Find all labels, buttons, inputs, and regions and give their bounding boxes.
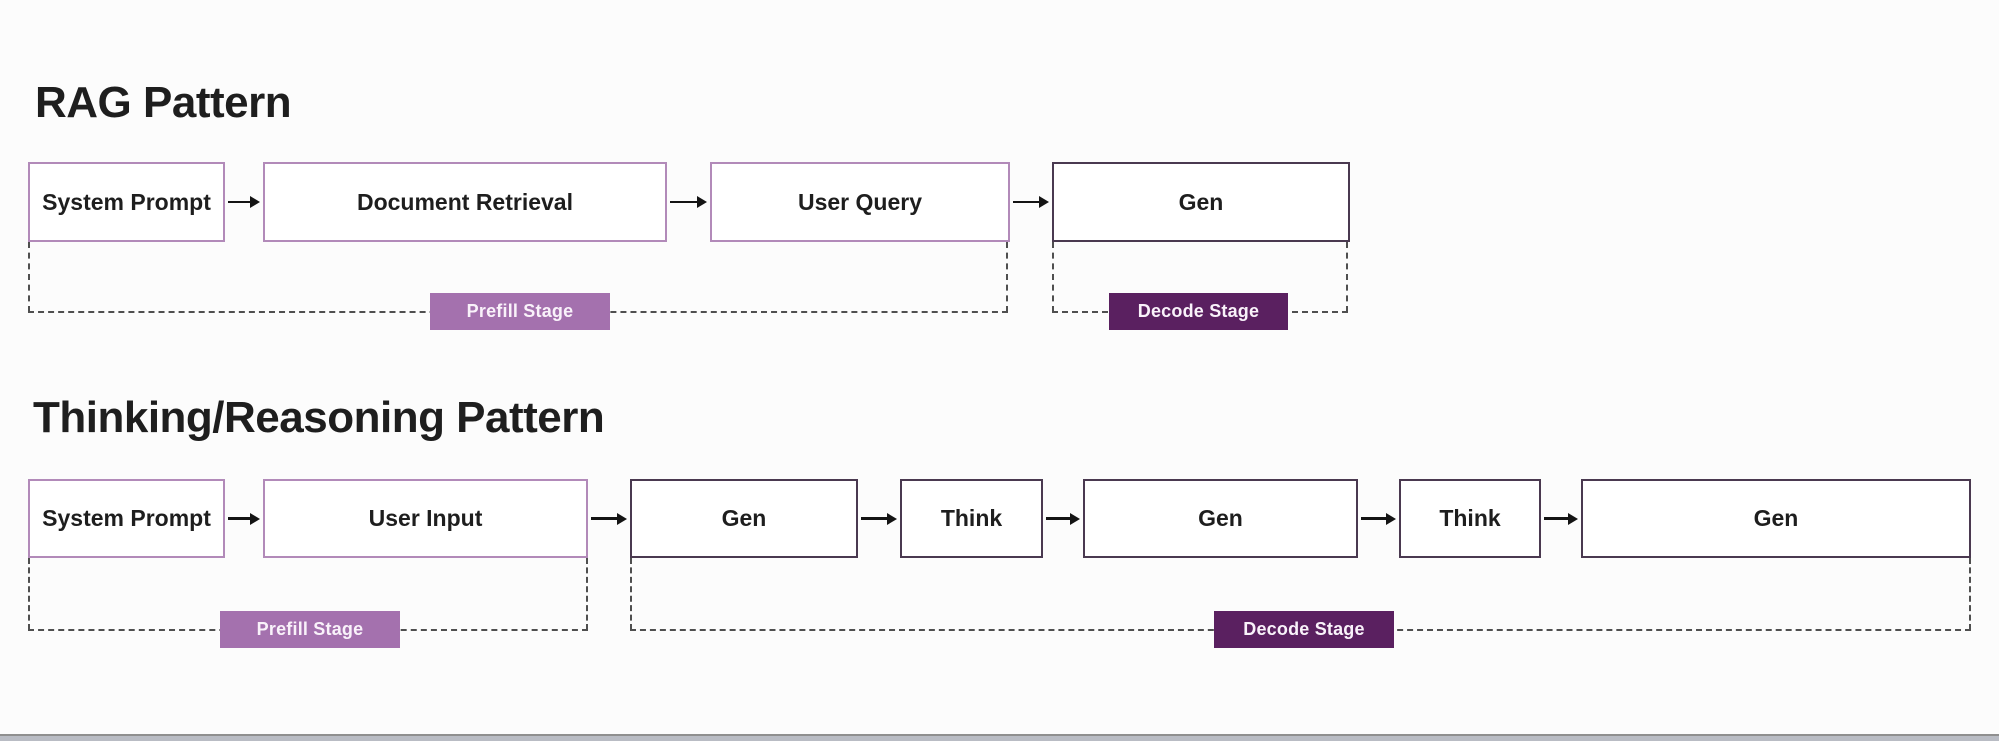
arrow-shaft xyxy=(591,517,619,520)
flow-box: User Input xyxy=(263,479,588,558)
flow-box-label: System Prompt xyxy=(42,188,211,215)
flow-box: Gen xyxy=(1083,479,1358,558)
arrow-shaft xyxy=(861,517,889,520)
stage-label: Decode Stage xyxy=(1214,611,1394,648)
bracket-left-dash xyxy=(1052,242,1054,312)
flow-box: Document Retrieval xyxy=(263,162,667,242)
flow-box-label: Gen xyxy=(1178,188,1224,215)
bracket-left-dash xyxy=(28,242,30,312)
flow-box-label: Think xyxy=(1439,505,1501,531)
flow-box-label: Gen xyxy=(721,505,767,531)
arrow-head-icon xyxy=(1070,512,1080,525)
flow-arrow xyxy=(228,195,260,209)
arrow-shaft xyxy=(228,517,252,520)
stage-label: Prefill Stage xyxy=(430,293,610,330)
diagram-title: Thinking/Reasoning Pattern xyxy=(33,393,605,442)
bracket-right-dash xyxy=(1969,558,1971,630)
flow-arrow xyxy=(1544,512,1578,526)
bracket-left-dash xyxy=(28,558,30,630)
arrow-head-icon xyxy=(1386,512,1396,525)
bracket-right-dash xyxy=(1346,242,1348,312)
flow-box-label: Document Retrieval xyxy=(356,188,573,215)
arrow-shaft xyxy=(1046,517,1072,520)
bracket-left-dash xyxy=(630,558,632,630)
flow-arrow xyxy=(228,512,260,526)
flow-box: Gen xyxy=(1052,162,1350,242)
flow-box-label: User Query xyxy=(797,188,922,215)
flow-arrow xyxy=(670,195,707,209)
flow-box-label: User Input xyxy=(368,505,483,531)
arrow-head-icon xyxy=(250,196,260,208)
arrow-shaft xyxy=(670,200,699,204)
bottom-edge-bar xyxy=(0,734,1999,741)
flow-box: Gen xyxy=(630,479,858,558)
arrow-head-icon xyxy=(697,196,707,208)
arrow-head-icon xyxy=(250,512,260,525)
flow-box-label: Gen xyxy=(1753,505,1799,531)
arrow-shaft xyxy=(1544,517,1570,520)
stage-label: Decode Stage xyxy=(1109,293,1288,330)
flow-arrow xyxy=(861,512,897,526)
diagram-title: RAG Pattern xyxy=(35,78,292,127)
arrow-shaft xyxy=(1013,200,1041,204)
flow-box: Think xyxy=(900,479,1043,558)
flow-box: Gen xyxy=(1581,479,1971,558)
flow-arrow xyxy=(1046,512,1080,526)
arrow-head-icon xyxy=(1568,512,1578,525)
arrow-shaft xyxy=(1361,517,1388,520)
bracket-right-dash xyxy=(586,558,588,630)
flow-arrow xyxy=(1013,195,1049,209)
flow-arrow xyxy=(1361,512,1396,526)
flow-arrow xyxy=(591,512,627,526)
flow-box: System Prompt xyxy=(28,479,225,558)
bracket-right-dash xyxy=(1006,242,1008,312)
flow-box: System Prompt xyxy=(28,162,225,242)
arrow-head-icon xyxy=(617,512,627,525)
flow-box-label: Gen xyxy=(1198,505,1243,531)
arrow-shaft xyxy=(228,200,252,204)
arrow-head-icon xyxy=(1039,196,1049,208)
arrow-head-icon xyxy=(887,512,897,525)
flow-box-label: Think xyxy=(940,505,1003,531)
flow-box: User Query xyxy=(710,162,1010,242)
flow-box: Think xyxy=(1399,479,1541,558)
stage-label: Prefill Stage xyxy=(220,611,400,648)
flow-box-label: System Prompt xyxy=(42,505,211,531)
